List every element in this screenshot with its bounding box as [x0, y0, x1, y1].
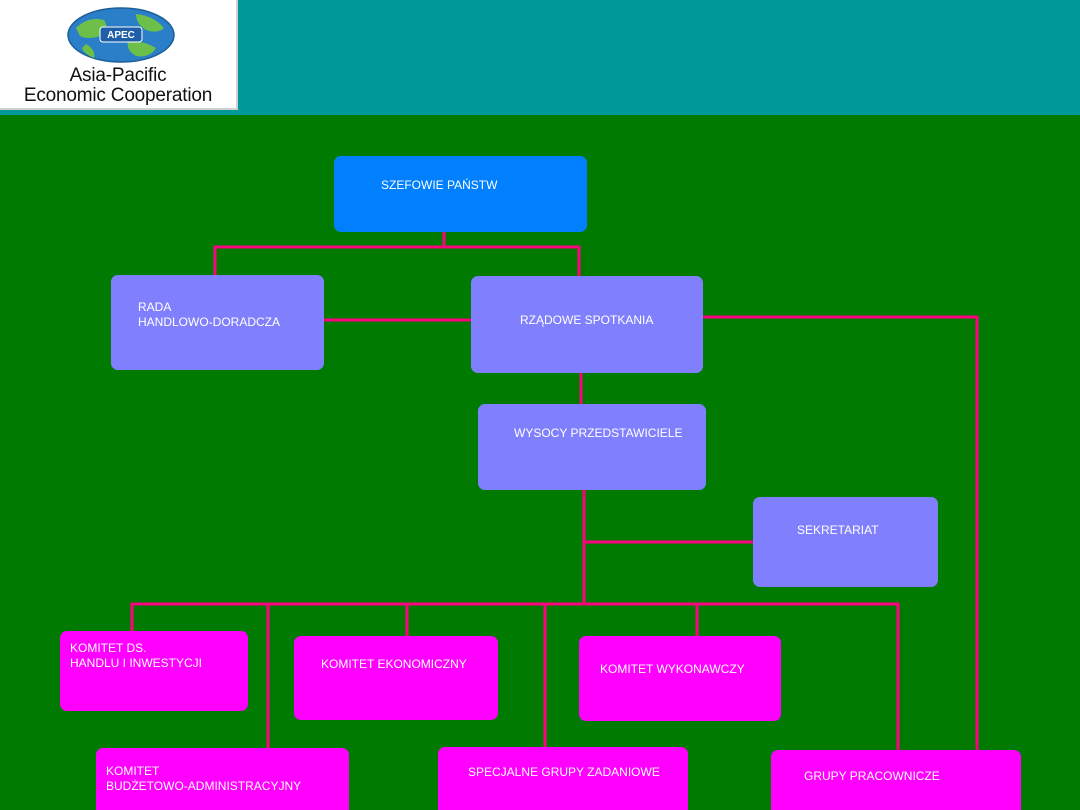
node-komitet-wykonawczy: KOMITET WYKONAWCZY [579, 636, 781, 721]
node-specjalne-grupy: SPECJALNE GRUPY ZADANIOWE [438, 747, 688, 810]
node-rada-handlowo-doradcza: RADA HANDLOWO-DORADCZA [111, 275, 324, 370]
node-komitet-handlu: KOMITET DS. HANDLU I INWESTYCJI [60, 631, 248, 711]
node-wysocy-przedstawiciele: WYSOCY PRZEDSTAWICIELE [478, 404, 706, 490]
node-label: WYSOCY PRZEDSTAWICIELE [514, 426, 683, 440]
node-label: SPECJALNE GRUPY ZADANIOWE [468, 765, 660, 779]
node-label: GRUPY PRACOWNICZE [804, 769, 940, 783]
node-label: KOMITET WYKONAWCZY [600, 662, 745, 676]
node-label: SEKRETARIAT [797, 523, 879, 537]
logo-badge-text: APEC [107, 30, 135, 41]
node-label: KOMITET BUDŻETOWO-ADMINISTRACYJNY [106, 764, 302, 793]
node-grupy-pracownicze: GRUPY PRACOWNICZE [771, 750, 1021, 810]
node-label: SZEFOWIE PAŃSTW [381, 178, 498, 192]
node-label: RZĄDOWE SPOTKANIA [520, 313, 654, 327]
logo-line-2: Economic Cooperation [23, 85, 213, 106]
globe-icon: APEC [67, 7, 175, 63]
node-rzadowe-spotkania: RZĄDOWE SPOTKANIA [471, 276, 703, 373]
node-komitet-ekonomiczny: KOMITET EKONOMICZNY [294, 636, 498, 720]
logo-text: Asia-Pacific Economic Cooperation [0, 66, 236, 106]
apec-logo: APEC Asia-Pacific Economic Cooperation [0, 0, 238, 110]
node-komitet-budzetowy: KOMITET BUDŻETOWO-ADMINISTRACYJNY [96, 748, 349, 810]
node-sekretariat: SEKRETARIAT [753, 497, 938, 587]
logo-line-1: Asia-Pacific [69, 65, 167, 86]
node-label: KOMITET DS. HANDLU I INWESTYCJI [70, 641, 203, 670]
node-label: KOMITET EKONOMICZNY [321, 657, 467, 671]
node-label: RADA HANDLOWO-DORADCZA [138, 300, 281, 329]
node-szefowie-panstw: SZEFOWIE PAŃSTW [334, 156, 587, 232]
header-bar: APEC Asia-Pacific Economic Cooperation [0, 0, 1080, 115]
